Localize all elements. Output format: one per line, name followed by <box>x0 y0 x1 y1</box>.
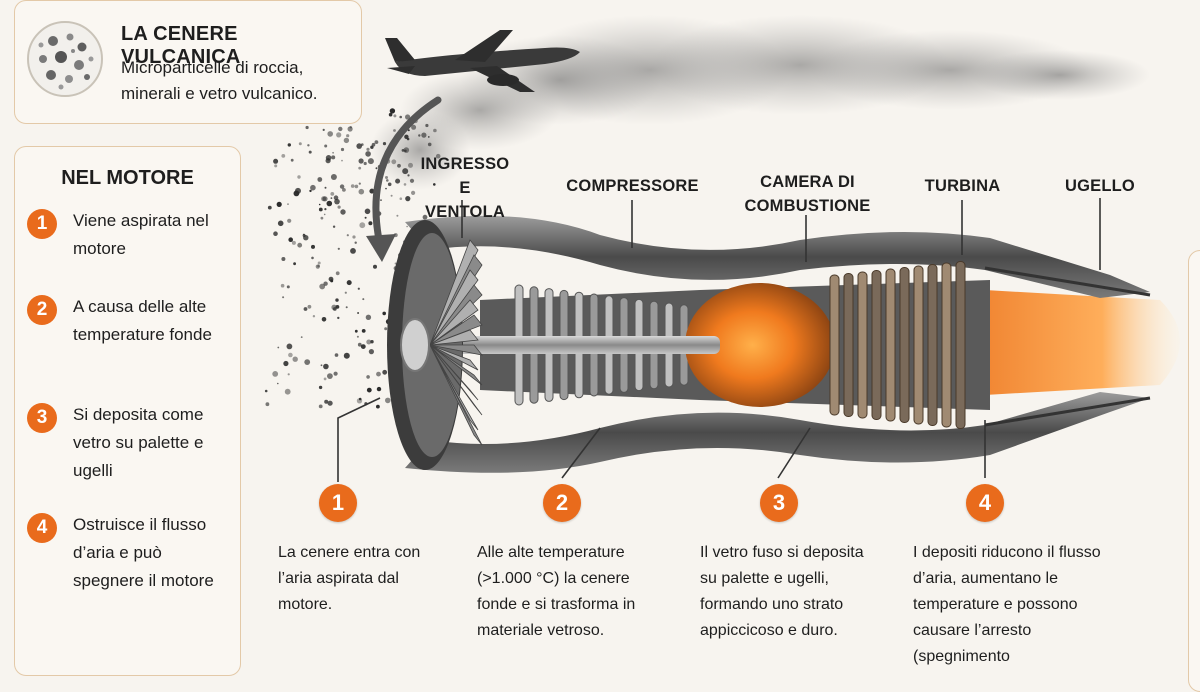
stage-badge-2: 2 <box>543 484 581 522</box>
turbine-stages <box>829 261 966 429</box>
fan-blades <box>429 239 483 446</box>
step-text: Viene aspirata nel motore <box>73 211 209 258</box>
partial-card-edge <box>1188 250 1200 692</box>
step-number-badge: 1 <box>27 209 57 239</box>
stage-badge-3: 3 <box>760 484 798 522</box>
step-number-badge: 3 <box>27 403 57 433</box>
leader-lines <box>337 198 1101 482</box>
label-nozzle: UGELLO <box>1065 177 1135 195</box>
engine-illustration <box>264 15 1180 482</box>
jet-engine <box>387 215 1180 473</box>
stage-text-3: Il vetro fuso si deposita su palette e u… <box>700 544 864 639</box>
stage-text-1: La cenere entra con l’aria aspirata dal … <box>278 544 421 613</box>
in-engine-title: NEL MOTORE <box>61 167 194 189</box>
label-intake-fan: INGRESSO E VENTOLA <box>420 155 510 221</box>
stage-badge-1: 1 <box>319 484 357 522</box>
in-engine-card: NEL MOTORE 1 Viene aspirata nel motore 2… <box>14 146 241 676</box>
stage-badge-4: 4 <box>966 484 1004 522</box>
volcanic-ash-card: LA CENERE VULCANICA Microparticelle di r… <box>14 0 362 124</box>
airplane-icon <box>385 30 580 92</box>
step-number-badge: 4 <box>27 513 57 543</box>
ash-cloud <box>370 15 1150 190</box>
stage-text-2: Alle alte temperature (>1.000 °C) la cen… <box>477 544 636 639</box>
ash-flow-arrow-icon <box>366 96 442 262</box>
step-text: A causa delle alte temperature fonde <box>73 297 212 344</box>
step-text: Si deposita come vetro su palette e ugel… <box>73 405 204 480</box>
step-text: Ostruisce il flusso d’aria e può spegner… <box>73 515 214 590</box>
label-compressor: COMPRESSORE <box>566 177 699 195</box>
label-combustion-chamber: CAMERA DI COMBUSTIONE <box>744 173 871 215</box>
step-number-badge: 2 <box>27 295 57 325</box>
compressor-stages <box>514 284 689 406</box>
stage-text-4: I depositi riducono il flusso d’aria, au… <box>913 544 1101 665</box>
ash-title: LA CENERE VULCANICA <box>121 23 241 68</box>
ash-particles-icon <box>27 21 103 97</box>
ash-description: Microparticelle di roccia, minerali e ve… <box>121 58 318 103</box>
label-turbine: TURBINA <box>924 177 1001 195</box>
